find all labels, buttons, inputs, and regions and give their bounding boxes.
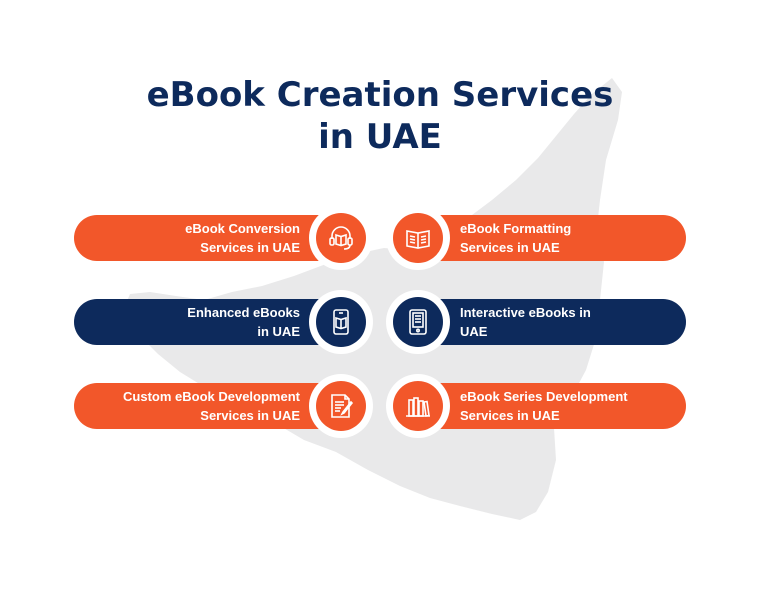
service-pill-enhanced-ebooks: Enhanced eBooks in UAE [74,299,350,345]
badge-ebook-formatting [386,206,450,270]
service-label: eBook Series Development Services in UAE [460,389,628,423]
service-pill-ebook-formatting: eBook Formatting Services in UAE [410,215,686,261]
headset-book-icon [329,226,353,250]
service-label: eBook Conversion Services in UAE [185,221,300,255]
books-shelf-icon [406,397,430,417]
service-label: Enhanced eBooks in UAE [187,305,300,339]
page-title: eBook Creation Services in UAE [0,74,760,158]
badge-custom-ebook-development [309,374,373,438]
badge-interactive-ebooks [386,290,450,354]
document-pen-icon [331,394,354,418]
badge-ebook-conversion [309,206,373,270]
title-line-2: in UAE [318,117,442,157]
service-pill-ebook-series-development: eBook Series Development Services in UAE [410,383,686,429]
open-book-icon [406,230,430,249]
service-pill-interactive-ebooks: Interactive eBooks in UAE [410,299,686,345]
service-label: Interactive eBooks in UAE [460,305,591,339]
service-label: Custom eBook Development Services in UAE [123,389,300,423]
service-pill-custom-ebook-development: Custom eBook Development Services in UAE [74,383,350,429]
title-line-1: eBook Creation Services [146,75,614,115]
service-pill-ebook-conversion: eBook Conversion Services in UAE [74,215,350,261]
phone-book-icon [333,309,349,335]
badge-ebook-series-development [386,374,450,438]
ereader-icon [409,309,427,335]
service-label: eBook Formatting Services in UAE [460,221,572,255]
badge-enhanced-ebooks [309,290,373,354]
